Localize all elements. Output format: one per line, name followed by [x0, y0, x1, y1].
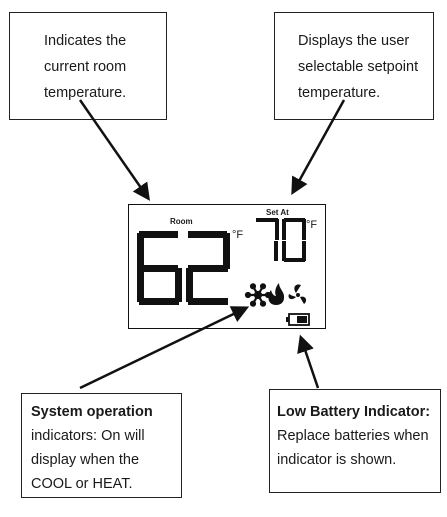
system-operation-callout: System operation indicators: On will dis… [21, 393, 182, 498]
system-callout-line2: display when the [31, 452, 140, 468]
system-callout-line3: COOL or HEAT. [31, 476, 133, 492]
battery-callout-line2: indicator is shown. [277, 452, 397, 468]
room-temp-digits [137, 231, 230, 305]
battery-icon [286, 313, 310, 326]
room-label: Room [170, 217, 193, 226]
room-digit-2 [186, 231, 230, 305]
room-temp-callout: Indicates the current room temperature. [9, 12, 167, 120]
room-callout-text: Indicates the current room temperature. [44, 28, 154, 106]
set-digit-0 [282, 218, 306, 262]
battery-callout-title: Low Battery Indicator: [277, 404, 431, 420]
set-unit-label: °F [306, 219, 318, 231]
room-arrow [78, 99, 150, 201]
setpoint-arrow [291, 99, 346, 196]
room-digit-6 [137, 231, 182, 305]
system-callout-line1: indicators: On will [31, 428, 145, 444]
room-callout-line2: current room [44, 59, 127, 75]
setpoint-callout-line3: temperature. [298, 85, 381, 101]
battery-callout-line1: Replace batteries when [277, 428, 429, 444]
room-callout-line1: Indicates the [44, 33, 127, 49]
room-unit-label: °F [232, 229, 244, 241]
system-callout-text: System operation indicators: On will dis… [31, 400, 179, 496]
setpoint-callout-line2: selectable setpoint [298, 59, 419, 75]
setpoint-callout-text: Displays the user selectable setpoint te… [298, 28, 430, 106]
set-digit-7 [256, 218, 279, 261]
setpoint-callout: Displays the user selectable setpoint te… [274, 12, 434, 120]
set-temp-digits [256, 218, 306, 262]
system-callout-title: System operation [31, 404, 153, 420]
room-callout-line3: temperature. [44, 85, 127, 101]
thermostat-lcd-display [128, 204, 326, 329]
flame-icon [268, 283, 285, 305]
snowflake-icon [244, 283, 272, 307]
battery-arrow [297, 334, 320, 389]
setpoint-callout-line1: Displays the user [298, 33, 410, 49]
battery-callout-text: Low Battery Indicator: Replace batteries… [277, 400, 439, 472]
system-arrow [79, 306, 250, 390]
low-battery-callout: Low Battery Indicator: Replace batteries… [269, 389, 441, 493]
set-at-label: Set At [266, 208, 289, 217]
fan-icon [288, 284, 307, 304]
